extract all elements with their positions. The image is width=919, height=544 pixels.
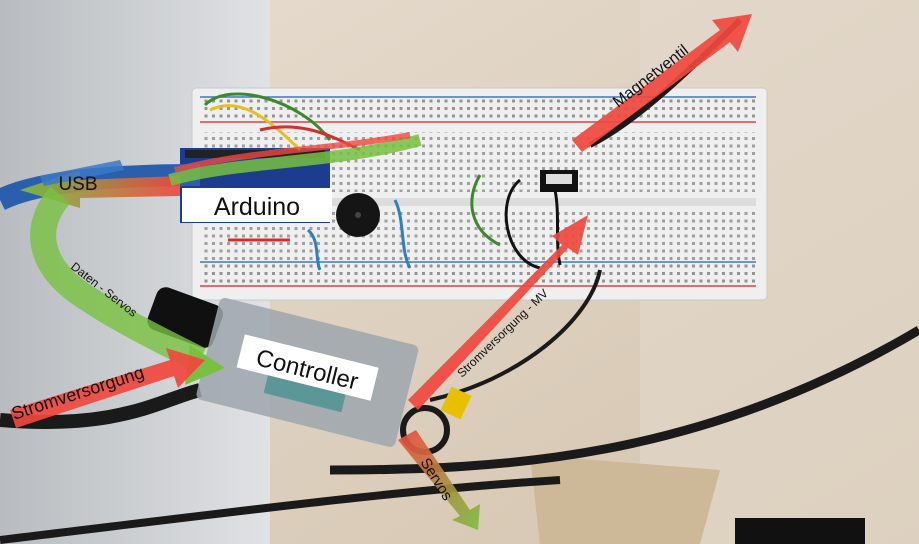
black-cable-bottom <box>0 476 561 544</box>
keyboard-corner <box>735 518 865 544</box>
arduino-label: Arduino <box>214 193 300 221</box>
controller-label-box <box>236 334 379 401</box>
stromversorgung-arrow <box>10 348 205 428</box>
arduino-power-line <box>174 132 411 173</box>
stromversorgung-mv-arrow <box>408 215 588 410</box>
wire-black-2 <box>553 189 562 266</box>
wire-blue-1 <box>306 228 322 271</box>
power-rail-top <box>200 98 756 120</box>
center-channel <box>200 198 756 206</box>
usb-arrow-blue <box>40 160 124 186</box>
wire-yellow <box>209 104 302 152</box>
wire-green-2 <box>470 174 501 247</box>
daten-servos-arrow <box>30 186 206 372</box>
usb-label: USB <box>58 174 97 195</box>
yellow-tape <box>440 386 472 420</box>
transistor-label <box>546 174 572 184</box>
wire-black-1 <box>504 178 541 270</box>
black-wire-mv <box>429 269 602 402</box>
daten-servos-arrowhead <box>185 345 225 385</box>
arduino-label-box <box>182 188 332 222</box>
wire-green <box>203 92 332 141</box>
power-rail-bottom <box>200 264 756 284</box>
wire-blue-2 <box>393 199 412 269</box>
power-cable <box>0 383 202 430</box>
black-cable-main <box>329 326 919 475</box>
servos-arrow <box>398 430 480 530</box>
arduino-data-line <box>168 134 422 186</box>
wood-block <box>530 455 720 544</box>
magnetventil-arrow <box>572 14 752 152</box>
buzzer-hole <box>355 212 361 218</box>
